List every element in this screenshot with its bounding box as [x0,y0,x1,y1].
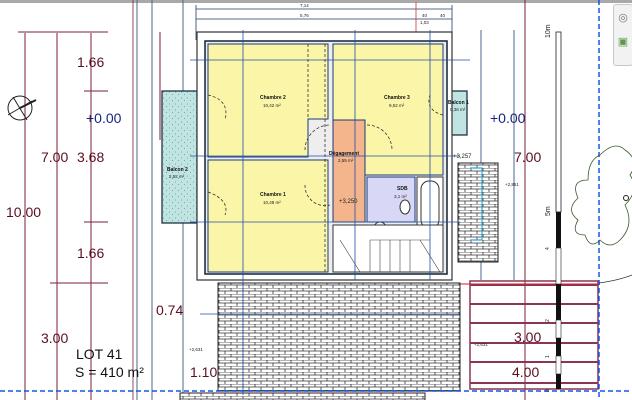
level-balcony: +3,257 [453,154,472,160]
room-label: Balcon 1 [448,100,469,106]
room-label: Dégagement [329,151,359,157]
door-swings [207,44,444,272]
tree-outline [571,145,632,246]
dim-3-00-left: 3.00 [41,330,68,346]
room-area: 10,42 m² [263,103,281,108]
room-label: Chambre 2 [260,95,286,101]
dim-1-10: 1.10 [190,364,217,380]
top-border [0,0,632,3]
room-area: 3,1 m² [394,194,407,199]
scale-10m: 10m [545,24,552,38]
toilet [399,199,411,215]
dim-4-00: 4.00 [512,364,539,380]
scale-5m: 5m [545,206,552,216]
left-dimension-lines [18,31,161,400]
level-landing: +3,250 [339,199,358,205]
scale-2: 2 [545,319,551,322]
dim-1-66-top: 1.66 [77,54,104,70]
room-area: 0,36 m² [450,107,466,112]
dim-10-00: 10.00 [6,204,41,220]
dim-7-00-left: 7.00 [41,149,68,165]
dim-small1: 40 [422,13,428,18]
wood-deck [469,280,599,390]
lot-name: LOT 41 [76,346,123,362]
dim-3-68: 3.68 [77,149,104,165]
level-right: +0.00 [490,110,526,126]
brick-path [179,392,426,400]
side-paving [457,162,499,263]
room-label: Balcon 2 [167,167,188,173]
lot-area: S = 410 m² [75,364,144,380]
scale-0: 0 [545,389,551,392]
dim-small3: 1,03 [420,20,429,25]
dim-3-00-right: 3.00 [514,329,541,345]
dim-small2: 40 [440,13,446,18]
room-label: Chambre 1 [260,192,286,198]
room-degagement [332,119,366,223]
navigation-bar: ◎ ▣ [613,4,632,66]
dim-0-74: 0.74 [156,302,183,318]
dim-7-00-right: 7.00 [514,149,541,165]
room-area: 2,55 m² [338,158,354,163]
room-chambre-1 [207,159,329,273]
balcon-2 [161,90,198,224]
dim-overall: 7,14 [300,3,309,8]
level-terrace-left: +2,631 [189,347,203,352]
level-left: +0.00 [86,110,122,126]
dim-1-66-bottom: 1.66 [77,245,104,261]
room-label: Chambre 3 [384,95,410,101]
room-area: 10,48 m² [263,200,281,205]
room-area: 2,52 m² [169,174,185,179]
staircase [332,224,444,273]
orbit-icon[interactable]: ◎ [618,12,628,24]
scale-1: 1 [545,355,551,358]
room-chambre-2 [207,43,329,158]
room-label: SDB [397,186,408,192]
room-area: 9,52 m² [389,103,405,108]
zoom-extents-icon[interactable]: ▣ [617,36,629,48]
level-side: +2,861 [505,182,519,187]
level-terrace-right: +2,631 [474,342,488,347]
dim-main: 5,76 [300,13,309,18]
north-arrow-icon [7,95,37,121]
scale-bar [555,31,562,389]
scale-4: 4 [545,247,551,250]
brick-terrace [217,282,461,392]
room-sdb [366,176,416,223]
